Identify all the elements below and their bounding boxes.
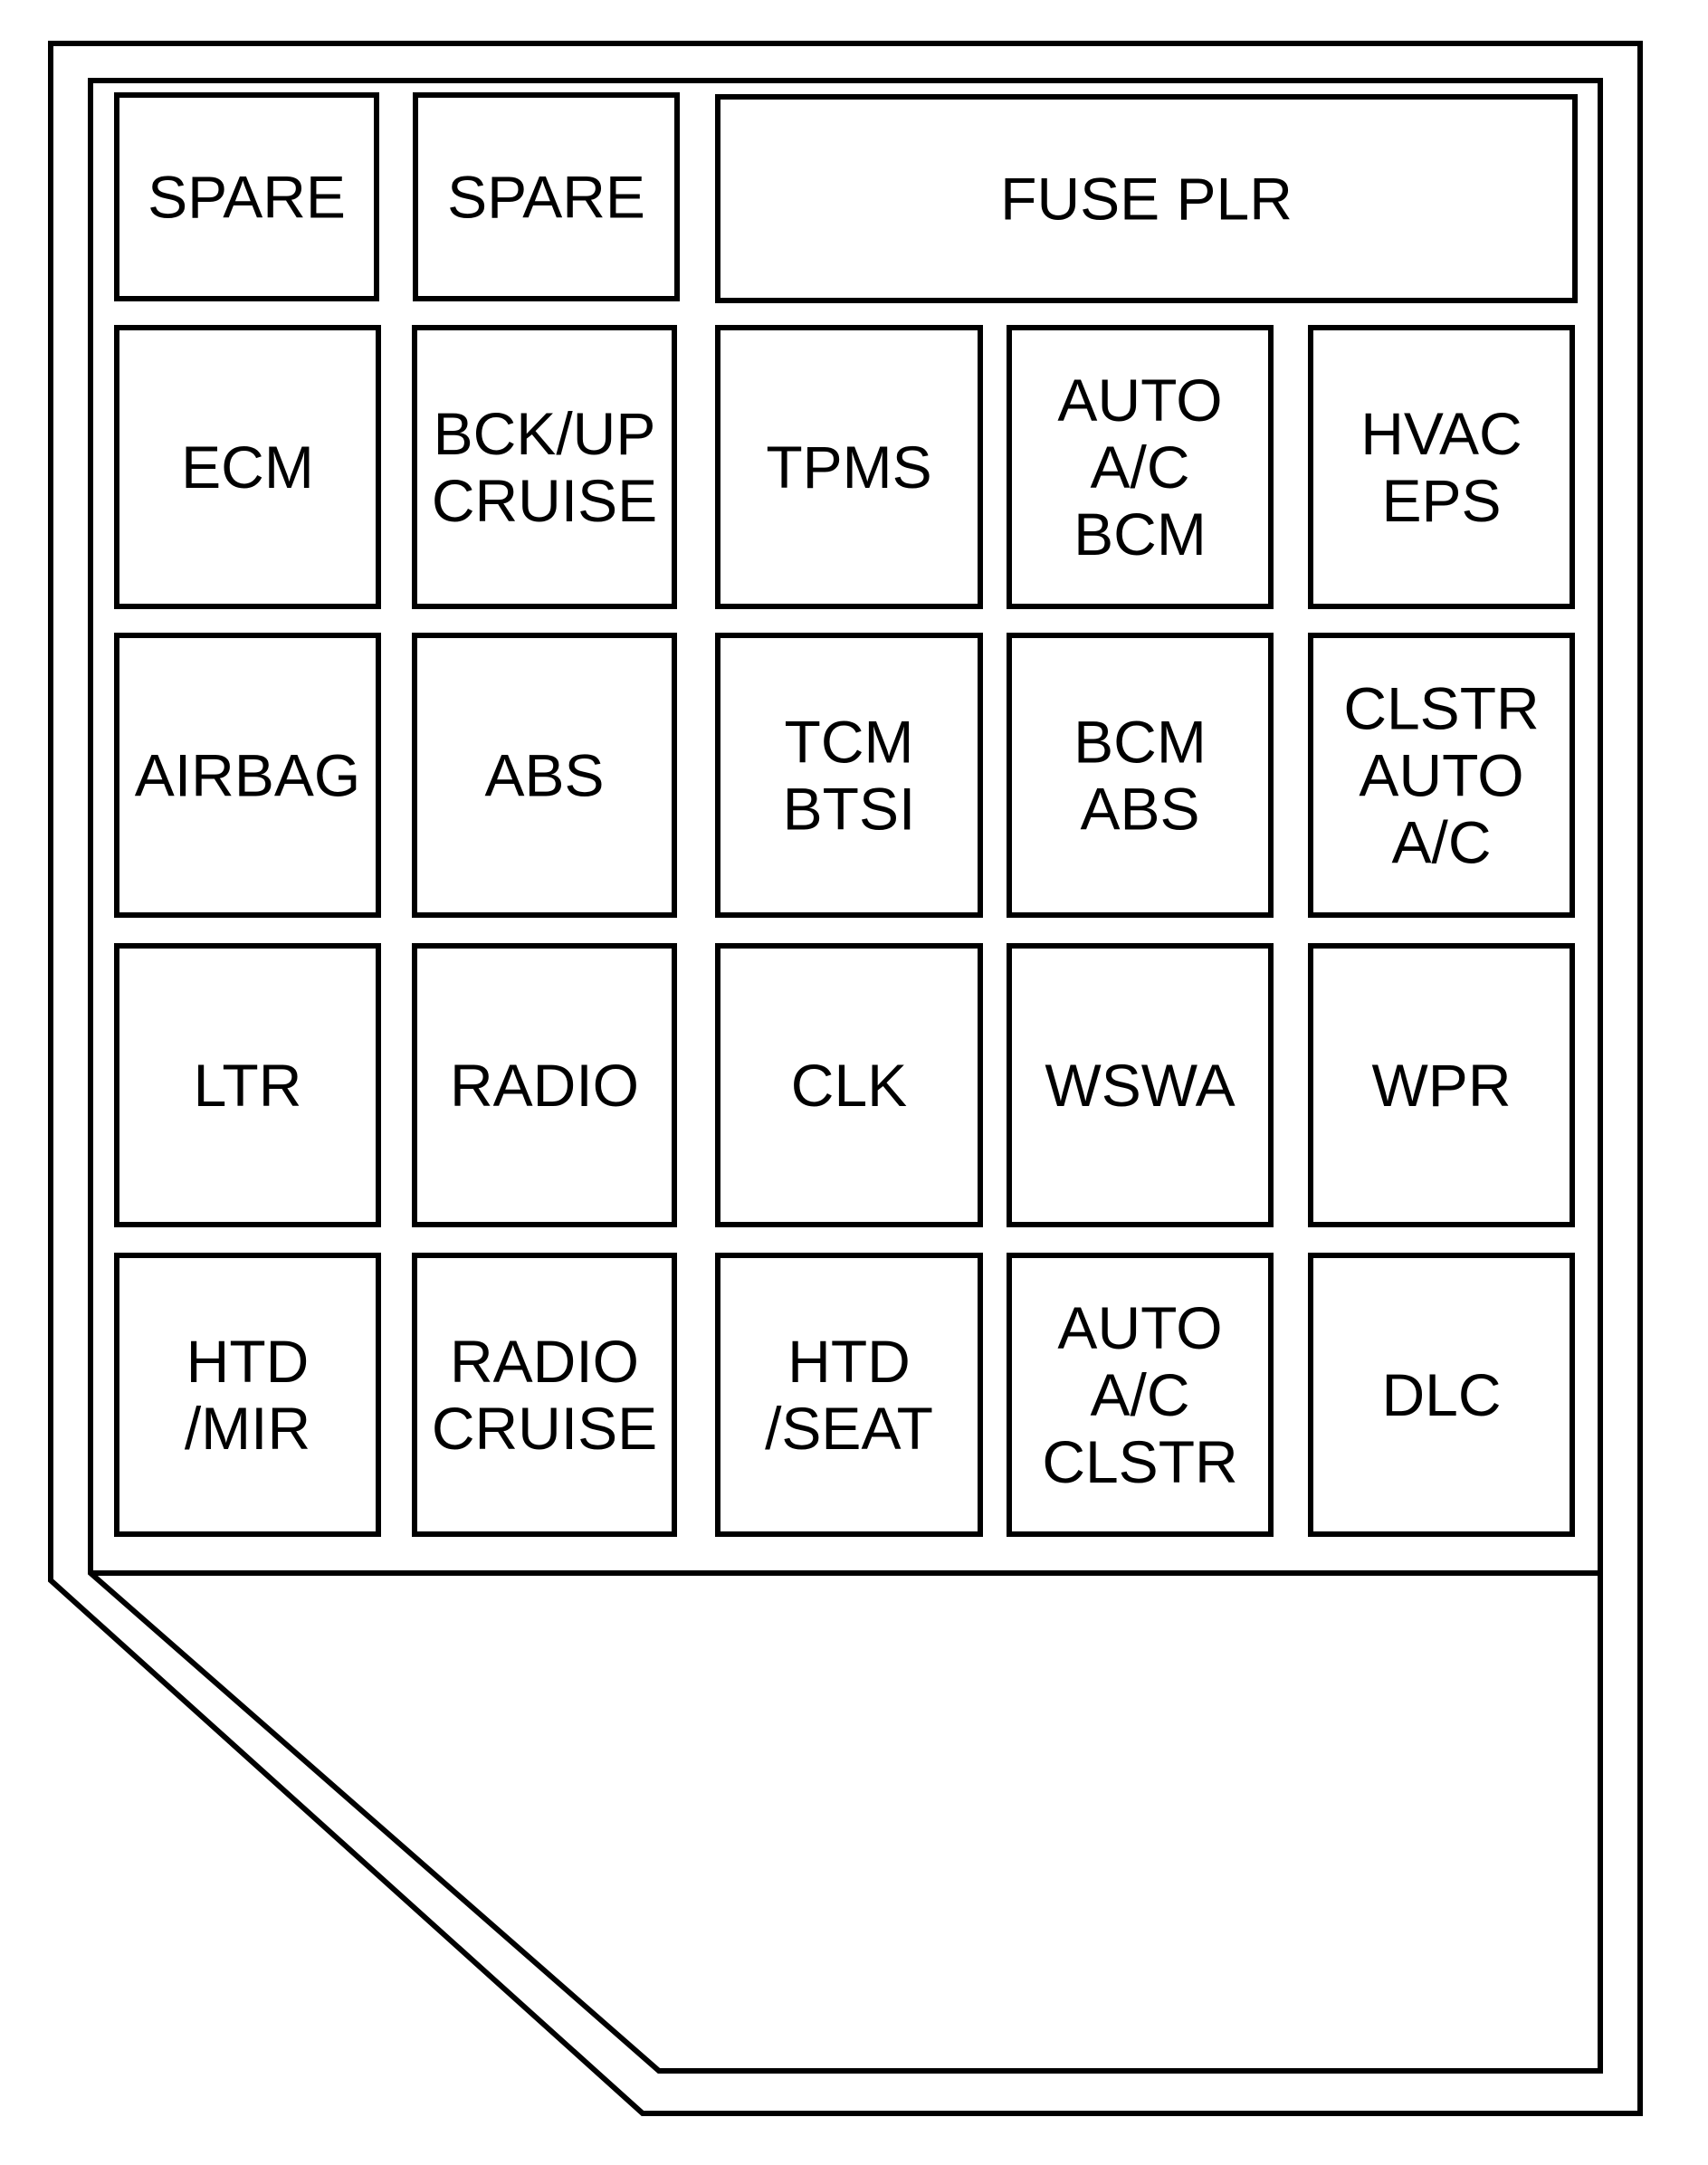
fuse-slot-box [114,943,381,1227]
fuse-label-line: AUTO [1057,367,1222,434]
fuse-label-line: BCM [1073,501,1207,567]
fuse-slot-box [1308,633,1575,918]
fuse-label-line: WSWA [1045,1052,1235,1119]
fuse-slot-box [1007,1253,1274,1537]
fuse-slot-r2c3: TPMS [715,325,983,609]
fuse-label-line: RADIO [450,1052,639,1119]
fuse-label-line: SPARE [148,164,346,231]
fuse-slot-r2c1: ECM [114,325,381,609]
fuse-label-line: A/C [1090,1361,1189,1428]
fuse-label-line: AUTO [1359,742,1523,809]
fuse-slot-box [412,325,677,609]
fuse-slot-r1c3: FUSE PLR [715,94,1578,303]
fuse-label-line: /SEAT [765,1395,933,1462]
fuse-label-line: ECM [181,434,314,501]
fuse-label-line: ABS [1080,776,1199,843]
fuse-box-inner-outline [88,78,1603,2074]
fuse-slot-box [715,1253,983,1537]
fuse-label-line: BTSI [783,776,916,843]
fuse-slot-box [1007,633,1274,918]
fuse-label-line: CRUISE [432,1395,657,1462]
fuse-box-outer-outline [48,41,1643,2116]
fuse-label-line: WPR [1372,1052,1512,1119]
fuse-slot-r3c2: ABS [412,633,677,918]
fuse-slot-r4c1: LTR [114,943,381,1227]
fuse-slot-box [1308,943,1575,1227]
fuse-label-line: SPARE [447,164,645,231]
fuse-slot-box [715,633,983,918]
fuse-label-line: HVAC [1360,400,1522,467]
fuse-slot-box [114,1253,381,1537]
fuse-label-line: EPS [1381,467,1501,534]
fuse-slot-box [1007,325,1274,609]
fuse-slot-r4c2: RADIO [412,943,677,1227]
fuse-label-line: /MIR [185,1395,310,1462]
fuse-label-line: HTD [787,1328,911,1395]
fuse-label-line: CLSTR [1343,675,1539,742]
fuse-slot-box [412,943,677,1227]
fuse-slot-box [1308,1253,1575,1537]
fuse-slot-box [114,92,379,301]
fuse-slot-r3c1: AIRBAG [114,633,381,918]
fuse-label-line: TCM [785,709,914,776]
fuse-slot-box [1308,325,1575,609]
fuse-label-line: LTR [194,1052,302,1119]
fuse-label-line: AIRBAG [135,742,360,809]
fuse-label-line: CLSTR [1042,1428,1237,1495]
fuse-slot-r5c1: HTD/MIR [114,1253,381,1537]
fuse-slot-box [114,633,381,918]
fuse-slot-r5c3: HTD/SEAT [715,1253,983,1537]
fuse-label-line: RADIO [450,1328,639,1395]
fuse-slot-box [1007,943,1274,1227]
fuse-slot-box [715,943,983,1227]
fuse-label-line: AUTO [1057,1294,1222,1361]
fuse-label-line: A/C [1090,434,1189,501]
fuse-label-line: CLK [791,1052,907,1119]
fuse-slot-box [715,94,1578,303]
fuse-slot-box [413,92,680,301]
fuse-slot-r4c3: CLK [715,943,983,1227]
fuse-label-line: TPMS [766,434,931,501]
fuse-slot-box [114,325,381,609]
fuse-slot-r4c5: WPR [1308,943,1575,1227]
fuse-slot-box [715,325,983,609]
fuse-slot-box [412,633,677,918]
fuse-slot-r5c5: DLC [1308,1253,1575,1537]
fuse-label-line: ABS [484,742,604,809]
fuse-label-line: BCM [1073,709,1207,776]
fuse-label-line: DLC [1381,1361,1501,1428]
fuse-label-line: HTD [186,1328,310,1395]
fuse-slot-r1c1: SPARE [114,92,379,301]
fuse-label-line: CRUISE [432,467,657,534]
fuse-label-line: A/C [1391,809,1491,876]
fuse-slot-r1c2: SPARE [413,92,680,301]
fuse-slot-box [412,1253,677,1537]
fuse-slot-r4c4: WSWA [1007,943,1274,1227]
fuse-label-line: FUSE PLR [1000,166,1293,233]
fuse-label-line: BCK/UP [434,400,656,467]
